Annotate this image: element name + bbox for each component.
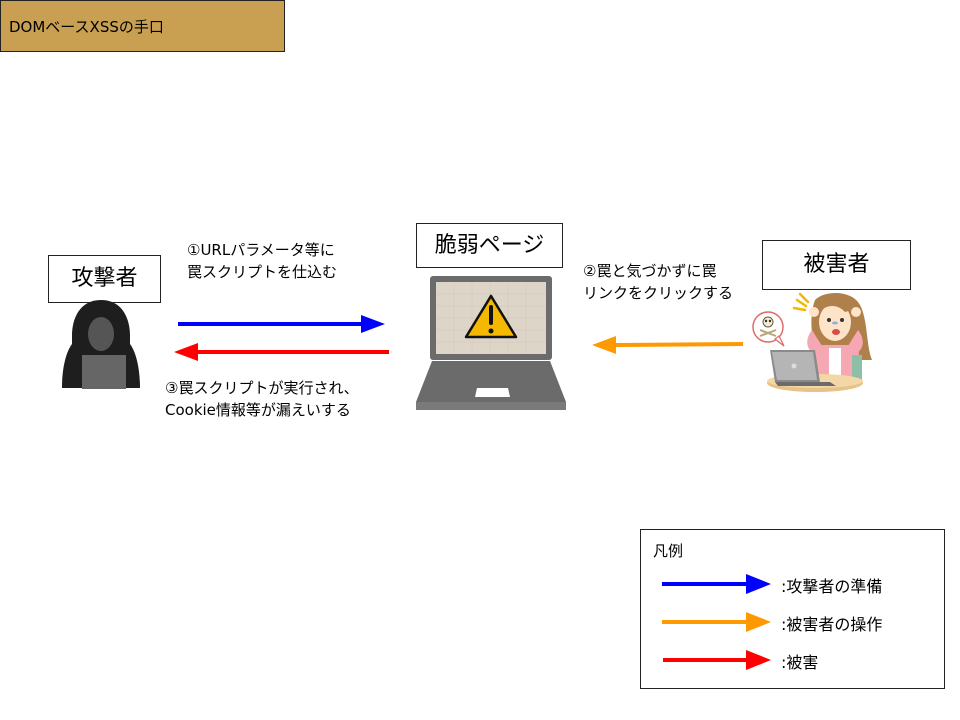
diagram-title: DOMベースXSSの手口 <box>0 0 285 52</box>
vulnerable-page-label: 脆弱ページ <box>416 223 563 268</box>
arrow-step1 <box>178 315 385 333</box>
legend-arrow-damage <box>663 650 771 670</box>
legend-title: 凡例 <box>653 542 684 560</box>
step3-line1: ③罠スクリプトが実行され、 <box>165 379 359 397</box>
step1-text: ①URLパラメータ等に 罠スクリプトを仕込む <box>187 239 337 283</box>
legend-label-victim-action: :被害者の操作 <box>781 615 883 634</box>
attacker-label: 攻撃者 <box>48 255 161 303</box>
legend: 凡例 :攻撃者の準備 :被害者の操作 :被害 <box>640 529 945 689</box>
arrow-step2 <box>592 336 744 354</box>
legend-arrow-attack-prep <box>662 574 771 594</box>
victim-label: 被害者 <box>762 240 911 290</box>
legend-arrow-victim-action <box>662 612 771 632</box>
distressed-woman-laptop-icon <box>752 292 872 392</box>
step1-line2: 罠スクリプトを仕込む <box>187 263 338 281</box>
legend-label-damage: :被害 <box>781 653 819 672</box>
legend-label-attack-prep: :攻撃者の準備 <box>781 577 883 596</box>
step2-line2: リンクをクリックする <box>583 284 734 302</box>
step1-line1: ①URLパラメータ等に <box>187 241 335 259</box>
hooded-hacker-icon <box>62 300 140 389</box>
step2-text: ②罠と気づかずに罠 リンクをクリックする <box>583 260 733 304</box>
legend-arrows <box>662 574 771 670</box>
step3-line2: Cookie情報等が漏えいする <box>165 401 351 419</box>
step2-line1: ②罠と気づかずに罠 <box>583 262 717 280</box>
laptop-warning-icon <box>416 276 566 410</box>
step3-text: ③罠スクリプトが実行され、 Cookie情報等が漏えいする <box>165 377 359 421</box>
arrow-step3 <box>174 343 389 361</box>
skull-speech-bubble-icon <box>752 311 785 347</box>
